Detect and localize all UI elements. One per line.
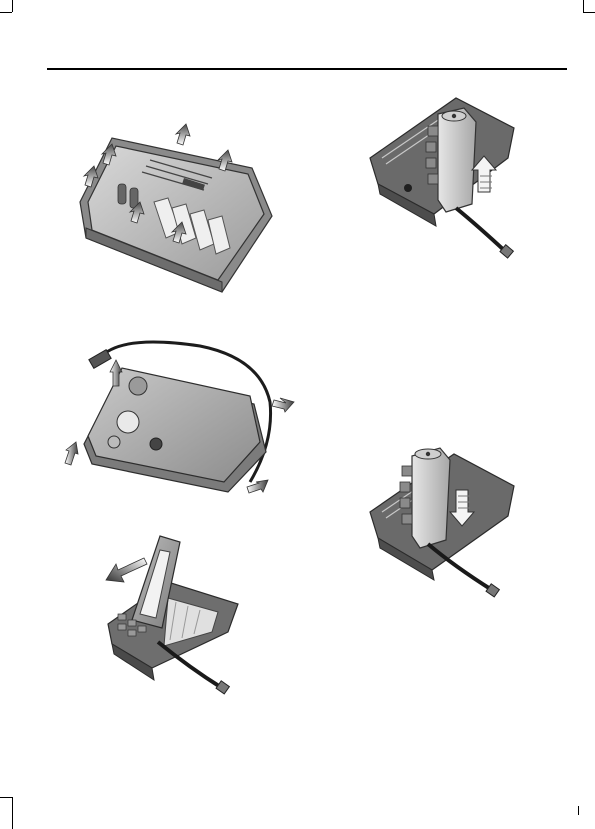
crop-mark-bottom-left-v [12, 797, 13, 829]
page-number-marker [578, 806, 579, 815]
figure-bottle-holder-tilt [104, 528, 254, 700]
crop-mark-top-left-v [12, 0, 13, 12]
figure-sealant-bottle-insert [368, 440, 528, 605]
crop-mark-top-right-h [583, 12, 595, 13]
figure-sealant-bottle-lift [368, 96, 528, 266]
figure-compressor-cover-removal [72, 120, 277, 295]
figure-compressor-hose-unwind [60, 332, 305, 507]
header-rule [47, 68, 567, 70]
crop-mark-top-right-v [583, 0, 584, 12]
crop-mark-top-left-h [0, 12, 12, 13]
crop-mark-bottom-left-h [0, 797, 12, 798]
